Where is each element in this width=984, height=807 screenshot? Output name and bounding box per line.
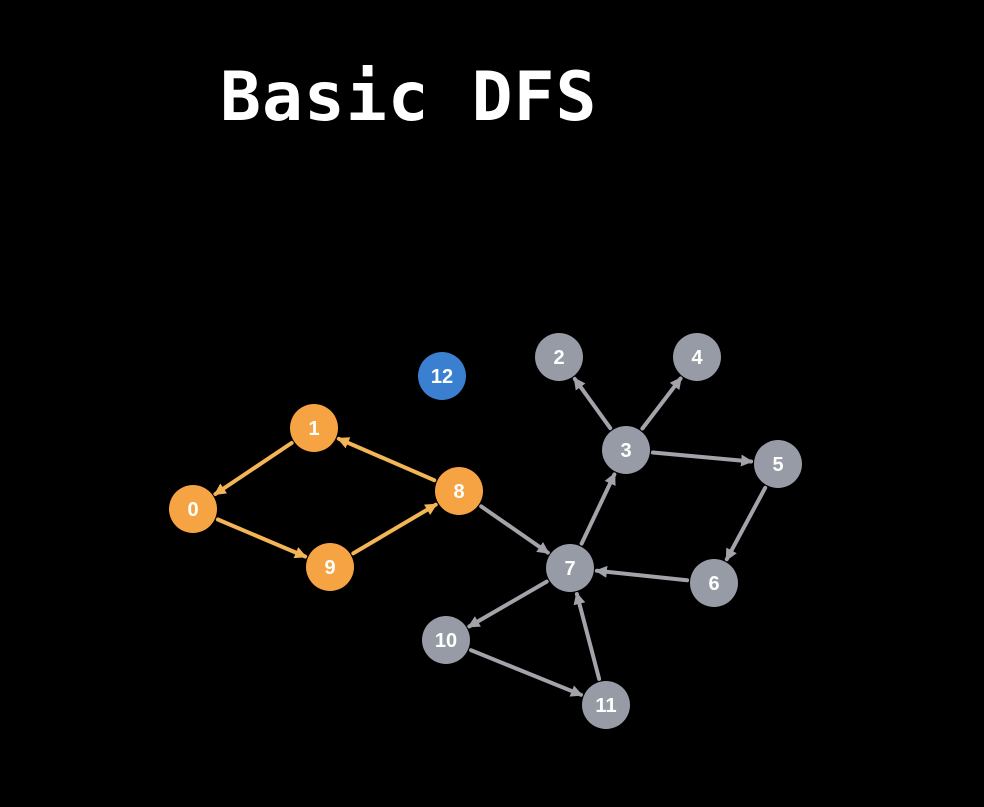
node-label-8: 8	[453, 481, 464, 503]
node-label-2: 2	[553, 347, 564, 369]
node-label-1: 1	[308, 418, 319, 440]
graph-node-1: 1	[290, 404, 338, 452]
edge-8-to-7	[479, 504, 550, 555]
node-label-7: 7	[564, 558, 575, 580]
edge-3-to-2	[572, 376, 613, 431]
edge-11-to-7	[573, 592, 602, 681]
graph-node-7: 7	[546, 544, 594, 592]
graph-node-0: 0	[169, 485, 217, 533]
node-label-12: 12	[431, 366, 453, 388]
node-label-9: 9	[324, 557, 335, 579]
node-label-4: 4	[691, 347, 703, 369]
graph-node-12: 12	[418, 352, 466, 400]
node-label-0: 0	[187, 499, 198, 521]
graph-node-6: 6	[690, 559, 738, 607]
edge-9-to-8	[351, 502, 438, 556]
node-label-3: 3	[620, 440, 631, 462]
edge-8-to-1	[336, 436, 437, 483]
graph-node-10: 10	[422, 616, 470, 664]
edge-7-to-3	[579, 472, 617, 546]
edge-3-to-5	[650, 450, 754, 467]
node-circle-5	[754, 440, 802, 488]
node-label-6: 6	[708, 573, 719, 595]
node-circle-3	[602, 426, 650, 474]
node-circle-1	[290, 404, 338, 452]
graph-node-11: 11	[582, 681, 630, 729]
node-circle-0	[169, 485, 217, 533]
node-circle-6	[690, 559, 738, 607]
node-circle-11	[582, 681, 630, 729]
graph-node-8: 8	[435, 467, 483, 515]
graph-node-5: 5	[754, 440, 802, 488]
page-title: Basic DFS	[220, 58, 598, 137]
graph-node-9: 9	[306, 543, 354, 591]
node-circle-4	[673, 333, 721, 381]
node-label-5: 5	[772, 454, 783, 476]
graph-node-2: 2	[535, 333, 583, 381]
graph-node-4: 4	[673, 333, 721, 381]
node-label-11: 11	[595, 695, 616, 717]
edge-3-to-4	[640, 376, 683, 431]
node-circle-7	[546, 544, 594, 592]
node-circle-9	[306, 543, 354, 591]
node-circle-12	[418, 352, 466, 400]
node-circle-2	[535, 333, 583, 381]
edge-7-to-10	[467, 579, 549, 629]
edge-10-to-11	[469, 648, 583, 697]
node-circle-10	[422, 616, 470, 664]
edge-0-to-9	[215, 517, 308, 559]
edges-layer	[213, 376, 768, 697]
edge-5-to-6	[724, 485, 768, 562]
edge-6-to-7	[594, 565, 690, 583]
node-circle-8	[435, 467, 483, 515]
node-label-10: 10	[435, 630, 457, 652]
edge-1-to-0	[213, 441, 294, 496]
graph-node-3: 3	[602, 426, 650, 474]
